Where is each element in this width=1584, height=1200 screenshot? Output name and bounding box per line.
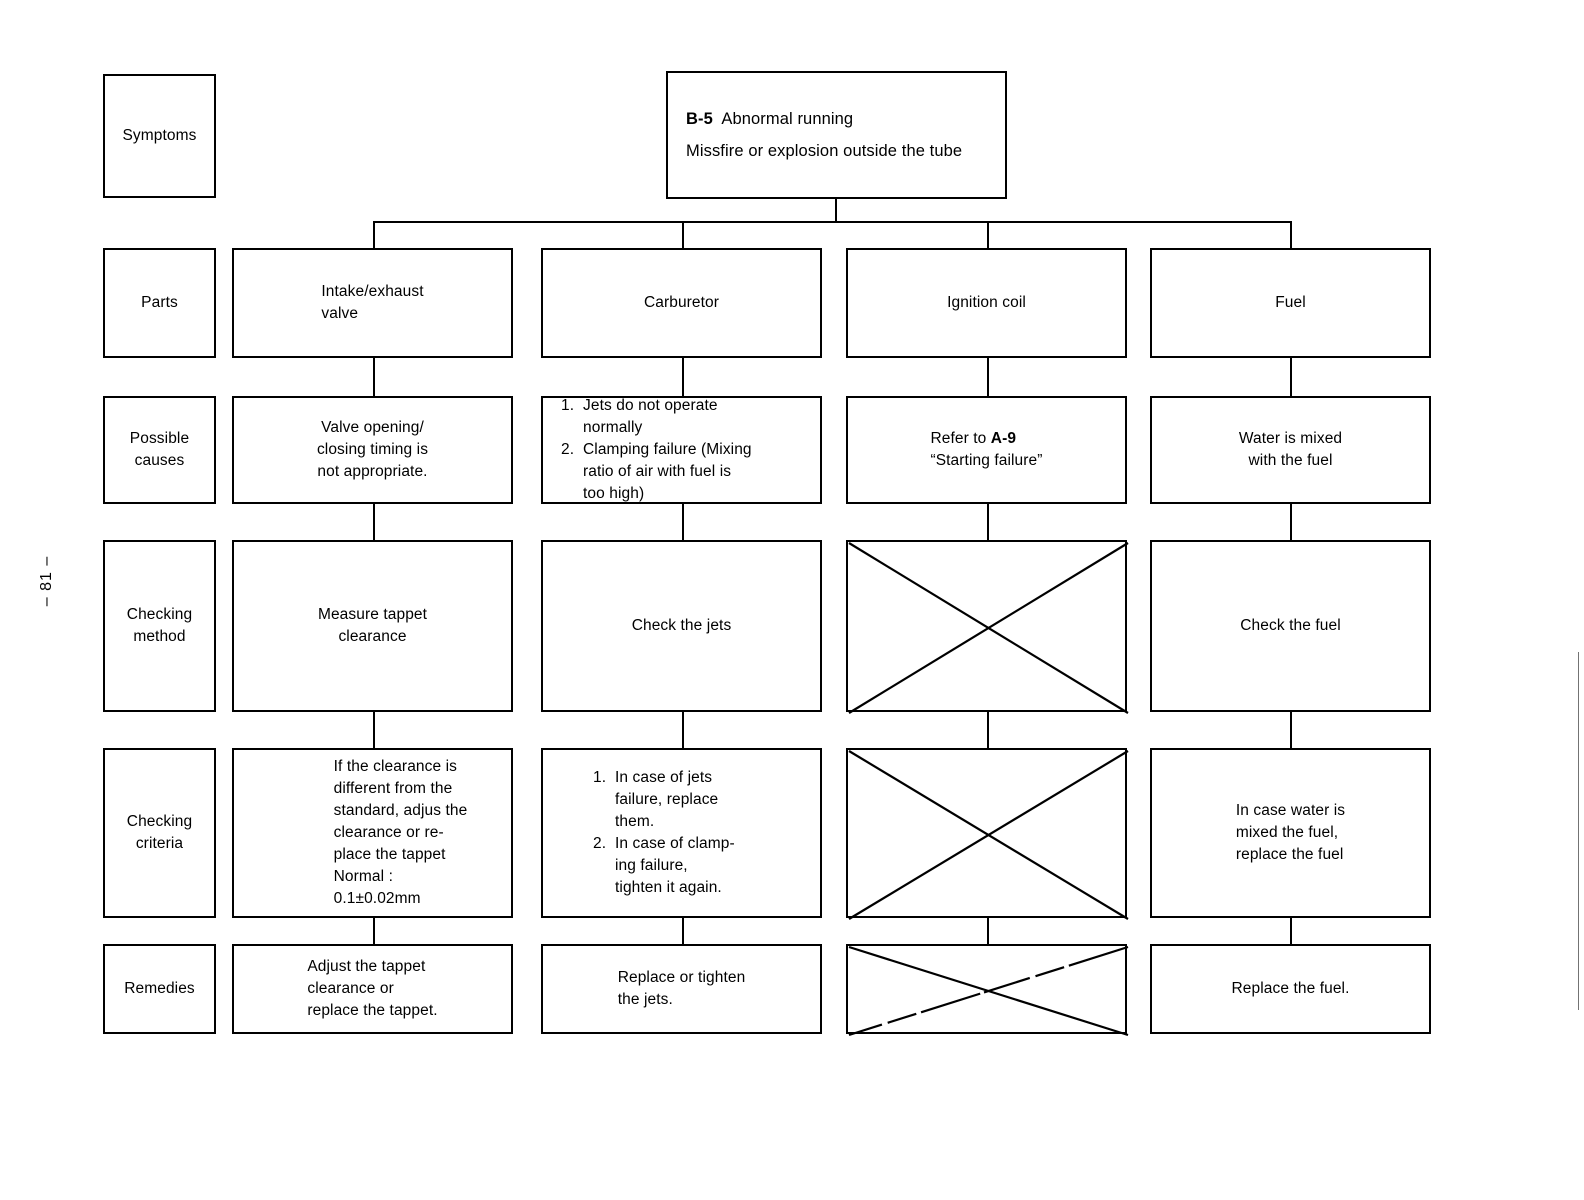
row-label-parts-text: Parts — [141, 294, 178, 311]
cell-method-carburetor-text: Check the jets — [631, 617, 732, 634]
connector-col2-method-criteria — [682, 712, 684, 748]
row-label-symptoms-text: Symptoms — [122, 127, 197, 144]
connector-symptom-stem — [835, 199, 837, 223]
cell-remedies-fuel: Replace the fuel. — [1150, 944, 1431, 1034]
cell-method-fuel: Check the fuel — [1150, 540, 1431, 712]
connector-col1-criteria-remedies — [373, 918, 375, 944]
cell-remedies-intake-exhaust-valve-text: Adjust the tappet clearance or replace t… — [307, 958, 438, 1019]
row-label-parts: Parts — [103, 248, 216, 358]
connector-col2-causes-method — [682, 504, 684, 540]
connector-col1-causes-method — [373, 504, 375, 540]
list-item-text: In case of jets failure, replace them. — [615, 769, 719, 830]
cell-criteria-intake-exhaust-valve-text: If the clearance is different from the s… — [333, 758, 468, 907]
connector-col3-criteria-remedies — [987, 918, 989, 944]
cell-criteria-ignition-coil-void — [846, 748, 1129, 920]
cell-parts-ignition-coil-text: Ignition coil — [947, 294, 1026, 311]
connector-col1-parts-causes — [373, 358, 375, 396]
cell-method-carburetor: Check the jets — [541, 540, 822, 712]
list-item-text: Jets do not operate normally — [583, 397, 718, 436]
cell-parts-ignition-coil: Ignition coil — [846, 248, 1127, 358]
row-label-remedies-text: Remedies — [124, 980, 195, 997]
row-label-checking-method-text: Checking method — [126, 606, 193, 645]
cell-criteria-intake-exhaust-valve: If the clearance is different from the s… — [232, 748, 513, 918]
list-item: 2. In case of clamp- ing failure, tighte… — [593, 833, 820, 899]
connector-drop-col-4 — [1290, 221, 1292, 248]
cell-parts-carburetor: Carburetor — [541, 248, 822, 358]
list-item: 1. In case of jets failure, replace them… — [593, 767, 820, 833]
chart-id: B-5 — [686, 109, 713, 128]
list-item-number: 1. — [561, 397, 575, 414]
cell-method-intake-exhaust-valve: Measure tappet clearance — [232, 540, 513, 712]
row-label-remedies: Remedies — [103, 944, 216, 1034]
list-item-text: Clamping failure (Mixing ratio of air wi… — [583, 441, 752, 502]
cell-criteria-fuel-text: In case water is mixed the fuel, replace… — [1235, 802, 1346, 863]
connector-col1-method-criteria — [373, 712, 375, 748]
list-item-text: In case of clamp- ing failure, tighten i… — [615, 835, 735, 896]
chart-subtitle: Missfire or explosion outside the tube — [686, 142, 963, 160]
connector-col4-parts-causes — [1290, 358, 1292, 396]
cell-method-fuel-text: Check the fuel — [1240, 617, 1341, 634]
cell-criteria-carburetor: 1. In case of jets failure, replace them… — [541, 748, 822, 918]
void-cross-icon — [848, 750, 1129, 920]
void-cross-icon — [848, 945, 1129, 1037]
cell-causes-ignition-coil-text: Refer to A-9 “Starting failure” — [930, 428, 1042, 472]
cell-causes-intake-exhaust-valve: Valve opening/ closing timing is not app… — [232, 396, 513, 504]
cell-remedies-carburetor: Replace or tighten the jets. — [541, 944, 822, 1034]
connector-col4-method-criteria — [1290, 712, 1292, 748]
cell-parts-intake-exhaust-valve-text: Intake/exhaust valve — [321, 283, 424, 322]
connector-drop-col-3 — [987, 221, 989, 248]
refer-to-prefix: Refer to — [930, 430, 991, 447]
row-label-checking-criteria-text: Checking criteria — [126, 813, 193, 852]
cell-causes-carburetor-list: 1. Jets do not operate normally 2. Clamp… — [543, 395, 820, 505]
list-item-number: 2. — [593, 835, 607, 852]
cell-causes-carburetor: 1. Jets do not operate normally 2. Clamp… — [541, 396, 822, 504]
list-item: 1. Jets do not operate normally — [561, 395, 820, 439]
cell-remedies-carburetor-text: Replace or tighten the jets. — [617, 969, 746, 1008]
connector-col3-causes-method — [987, 504, 989, 540]
cell-causes-fuel: Water is mixed with the fuel — [1150, 396, 1431, 504]
connector-col4-criteria-remedies — [1290, 918, 1292, 944]
connector-drop-col-1 — [373, 221, 375, 248]
connector-col4-causes-method — [1290, 504, 1292, 540]
row-label-symptoms: Symptoms — [103, 74, 216, 198]
void-cross-icon — [848, 542, 1129, 714]
connector-col2-criteria-remedies — [682, 918, 684, 944]
cross-reference-a9: A-9 — [990, 430, 1017, 447]
list-item-number: 1. — [593, 769, 607, 786]
list-item-number: 2. — [561, 441, 575, 458]
row-label-possible-causes-text: Possible causes — [129, 430, 190, 469]
connector-drop-col-2 — [682, 221, 684, 248]
connector-col3-method-criteria — [987, 712, 989, 748]
row-label-checking-method: Checking method — [103, 540, 216, 712]
cell-parts-carburetor-text: Carburetor — [643, 294, 720, 311]
cell-parts-intake-exhaust-valve: Intake/exhaust valve — [232, 248, 513, 358]
cell-criteria-fuel: In case water is mixed the fuel, replace… — [1150, 748, 1431, 918]
cell-remedies-ignition-coil-void — [846, 944, 1129, 1037]
cell-method-ignition-coil-void — [846, 540, 1129, 714]
connector-col2-parts-causes — [682, 358, 684, 396]
cell-remedies-fuel-text: Replace the fuel. — [1231, 980, 1350, 997]
cell-causes-ignition-coil: Refer to A-9 “Starting failure” — [846, 396, 1127, 504]
page-number: – 81 – — [38, 555, 55, 607]
connector-parts-bus — [373, 221, 1292, 223]
connector-col3-parts-causes — [987, 358, 989, 396]
cell-parts-fuel-text: Fuel — [1275, 294, 1306, 311]
cell-parts-fuel: Fuel — [1150, 248, 1431, 358]
row-label-checking-criteria: Checking criteria — [103, 748, 216, 918]
cell-remedies-intake-exhaust-valve: Adjust the tappet clearance or replace t… — [232, 944, 513, 1034]
cell-method-intake-exhaust-valve-text: Measure tappet clearance — [317, 606, 428, 645]
scan-artifact-line — [1578, 652, 1579, 1010]
row-label-possible-causes: Possible causes — [103, 396, 216, 504]
refer-to-suffix: “Starting failure” — [930, 452, 1043, 469]
cell-criteria-carburetor-list: 1. In case of jets failure, replace them… — [543, 767, 820, 899]
list-item: 2. Clamping failure (Mixing ratio of air… — [561, 439, 820, 505]
cell-causes-fuel-text: Water is mixed with the fuel — [1238, 430, 1343, 469]
chart-title: Abnormal running — [721, 109, 854, 128]
cell-causes-intake-exhaust-valve-text: Valve opening/ closing timing is not app… — [316, 419, 429, 480]
